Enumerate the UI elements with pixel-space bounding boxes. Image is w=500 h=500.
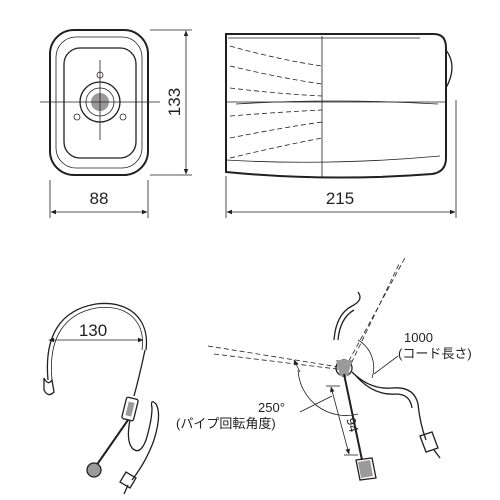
rotation-leader bbox=[299, 395, 333, 413]
headband-right-arm bbox=[133, 349, 146, 397]
cord-length-leader bbox=[373, 355, 399, 375]
front-width-label: 88 bbox=[90, 189, 109, 208]
side-body-outline bbox=[225, 33, 447, 179]
hidden-line-4 bbox=[229, 109, 323, 117]
cord-length-value: 1000 bbox=[404, 330, 433, 345]
pipe-rotation-value: 250° bbox=[258, 400, 285, 415]
rotation-limit-line-left-2 bbox=[213, 353, 346, 371]
rotation-cord-2 bbox=[355, 375, 413, 409]
side-length-label: 215 bbox=[326, 189, 354, 208]
rotation-arc-upper bbox=[357, 339, 375, 379]
rotation-plug bbox=[419, 431, 439, 453]
hidden-line-3 bbox=[229, 87, 323, 97]
headset-plug-tip bbox=[123, 484, 129, 495]
rotation-limit-line-right bbox=[344, 255, 407, 369]
headset-cord bbox=[127, 401, 160, 481]
mic-capsule bbox=[87, 463, 101, 477]
headband-width-label: 130 bbox=[79, 321, 107, 340]
pivot-body bbox=[336, 360, 352, 376]
rotation-view: 94 1000 (コード長さ) 250° (パイプ回転角度) bbox=[176, 255, 472, 481]
headband-outer bbox=[46, 302, 148, 381]
hidden-line-5 bbox=[229, 121, 323, 139]
headset-plug bbox=[119, 471, 137, 489]
rotation-hook bbox=[333, 291, 361, 341]
side-rear-knob bbox=[445, 49, 453, 89]
rotation-cord bbox=[351, 371, 427, 441]
rotation-hook-inner bbox=[337, 309, 355, 341]
rotation-limit-line-left bbox=[207, 345, 346, 369]
side-view: 215 bbox=[225, 33, 457, 218]
screw-left bbox=[73, 113, 81, 121]
hidden-line-2 bbox=[229, 65, 323, 85]
mic-boom bbox=[95, 419, 129, 467]
rotation-arrow bbox=[293, 359, 301, 373]
front-grille-panel bbox=[63, 47, 137, 159]
front-outer-body bbox=[49, 29, 149, 176]
pipe-rotation-note: (パイプ回転角度) bbox=[176, 416, 276, 431]
rotation-mic-capsule bbox=[355, 457, 377, 481]
rotation-mic-fill bbox=[358, 460, 373, 478]
hidden-line-1 bbox=[229, 45, 323, 67]
hidden-line-6 bbox=[229, 137, 323, 159]
headset-clip-fill bbox=[125, 401, 135, 417]
cord-length-note: (コード長さ) bbox=[398, 346, 472, 361]
front-view: 133 88 bbox=[40, 29, 192, 218]
headband-inner bbox=[51, 306, 143, 381]
side-mid-groove bbox=[235, 100, 439, 105]
mic-arm-length-label: 94 bbox=[343, 416, 361, 434]
side-lower-contour bbox=[225, 155, 441, 163]
headset-view: 130 bbox=[43, 302, 160, 495]
mic-capsule-outline bbox=[86, 462, 102, 478]
rotation-limit-line-right-2 bbox=[347, 261, 401, 371]
front-inner-rim bbox=[55, 36, 143, 169]
front-height-label: 133 bbox=[165, 88, 184, 116]
mic-length-dimension-line bbox=[330, 386, 350, 455]
screw-right bbox=[119, 113, 127, 121]
headband-left-end bbox=[43, 377, 55, 396]
rotation-plug-tip bbox=[433, 449, 441, 459]
